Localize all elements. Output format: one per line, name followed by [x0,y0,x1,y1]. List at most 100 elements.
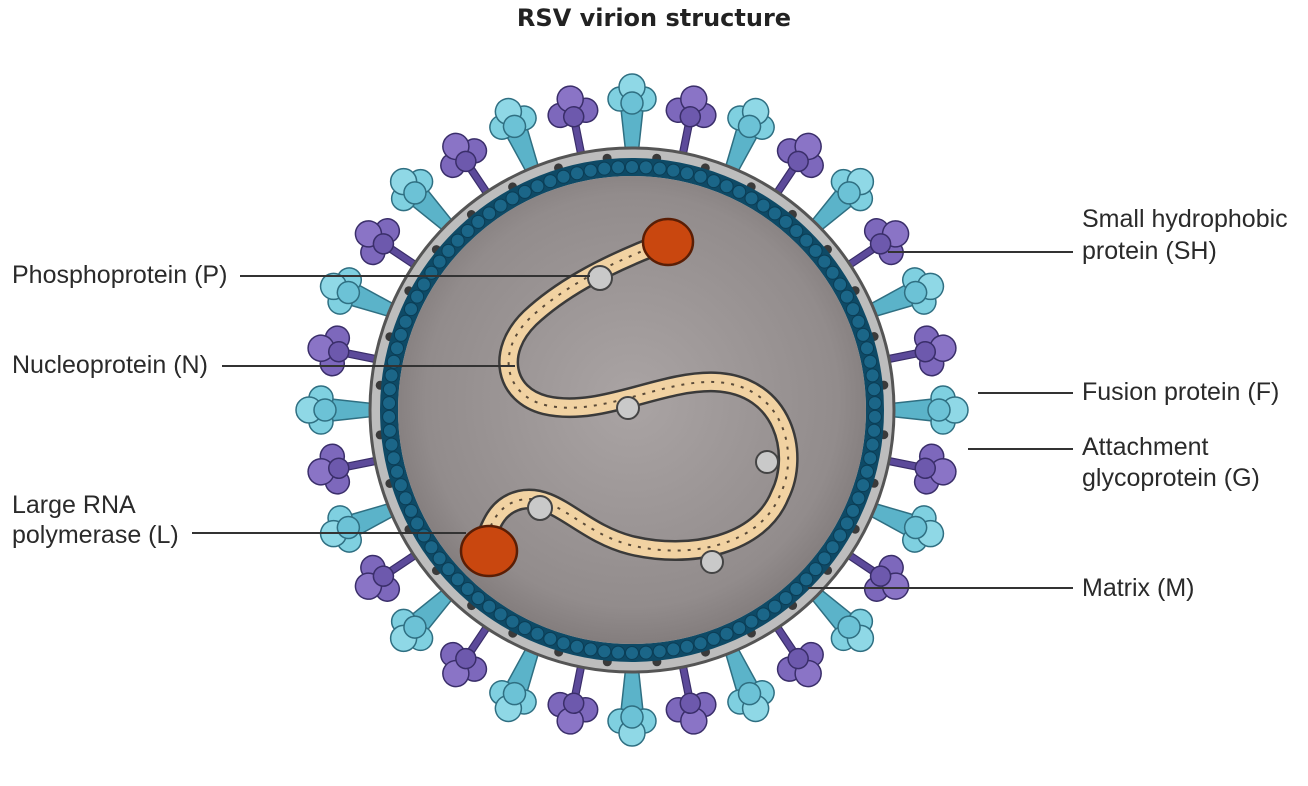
matrix-bead [745,192,758,205]
matrix-bead [483,600,496,613]
matrix-bead [494,199,507,212]
attachment-label-line2: glycoprotein (G) [1082,463,1260,494]
phosphoprotein-blob [588,266,612,290]
matrix-bead [461,583,474,596]
matrix-bead [383,383,396,396]
matrix-bead [847,303,860,316]
matrix-bead [707,175,720,188]
matrix-bead [391,342,404,355]
matrix-bead [598,162,611,175]
matrix-bead [857,479,870,492]
matrix-bead [506,615,519,628]
matrix-bead [405,303,418,316]
matrix-bead [544,175,557,188]
matrix-bead [383,424,396,437]
matrix-bead [757,608,770,621]
matrix-bead [612,161,625,174]
matrix-bead [861,342,874,355]
phosphoprotein-label: Phosphoprotein (P) [12,260,227,291]
matrix-bead [584,164,597,177]
matrix-bead [571,640,584,653]
matrix-bead [733,185,746,198]
matrix-bead [866,438,879,451]
matrix-bead [779,215,792,228]
matrix-bead [800,234,813,247]
matrix-bead [518,622,531,635]
matrix-bead [800,573,813,586]
matrix-bead [399,315,412,328]
matrix-bead [779,592,792,605]
matrix-bead [826,266,839,279]
matrix-bead [411,517,424,530]
matrix-bead [790,583,803,596]
matrix-bead [399,492,412,505]
matrix-bead [861,465,874,478]
matrix-bead [818,552,831,565]
phosphoprotein-blob [617,397,639,419]
matrix-bead [571,167,584,180]
matrix-bead [442,244,455,257]
polymerase-bottom [461,526,517,576]
matrix-bead [433,552,446,565]
matrix-bead [768,207,781,220]
matrix-bead [451,573,464,586]
matrix-bead [394,479,407,492]
matrix-bead [840,517,853,530]
matrix-bead [385,438,398,451]
fusion-protein-spike [608,665,656,746]
matrix-bead [852,492,865,505]
matrix-bead [639,161,652,174]
matrix-bead [733,622,746,635]
matrix-bead [653,645,666,658]
matrix-bead [598,645,611,658]
matrix-bead [506,192,519,205]
matrix-bead [864,452,877,465]
matrix-bead [433,255,446,268]
matrix-bead [720,180,733,193]
matrix-bead [483,207,496,220]
matrix-bead [745,615,758,628]
matrix-bead [681,167,694,180]
matrix-bead [834,529,847,542]
polymerase-label-line2: polymerase (L) [12,520,179,551]
phosphoprotein-blob [756,451,778,473]
matrix-bead [425,541,438,554]
matrix-bead [868,383,881,396]
matrix-bead [667,643,680,656]
fusion-label: Fusion protein (F) [1082,377,1279,408]
sh-label-line1: Small hydrophobic [1082,204,1288,235]
matrix-bead [411,290,424,303]
matrix-bead [387,452,400,465]
matrix-bead [557,170,570,183]
nucleoprotein-label: Nucleoprotein (N) [12,350,208,381]
matrix-bead [694,170,707,183]
matrix-bead [626,647,639,660]
matrix-bead [531,180,544,193]
matrix-bead [451,234,464,247]
matrix-bead [417,278,430,291]
fusion-protein-spike [887,386,968,434]
matrix-bead [834,278,847,291]
matrix-bead [385,369,398,382]
matrix-bead [442,563,455,576]
fusion-protein-spike [296,386,377,434]
matrix-bead [847,504,860,517]
sh-label-line2: protein (SH) [1082,236,1217,267]
matrix-bead [667,164,680,177]
matrix-bead [472,592,485,605]
matrix-bead [864,355,877,368]
matrix-bead [653,162,666,175]
matrix-bead [720,627,733,640]
matrix-bead [557,637,570,650]
matrix-bead [472,215,485,228]
polymerase-top [643,219,693,265]
matrix-bead [868,424,881,437]
matrix-bead [809,563,822,576]
matrix-bead [818,255,831,268]
matrix-bead [852,315,865,328]
matrix-bead [584,643,597,656]
matrix-bead [405,504,418,517]
matrix-bead [425,266,438,279]
attachment-label-line1: Attachment [1082,432,1208,463]
phosphoprotein-blob [701,551,723,573]
